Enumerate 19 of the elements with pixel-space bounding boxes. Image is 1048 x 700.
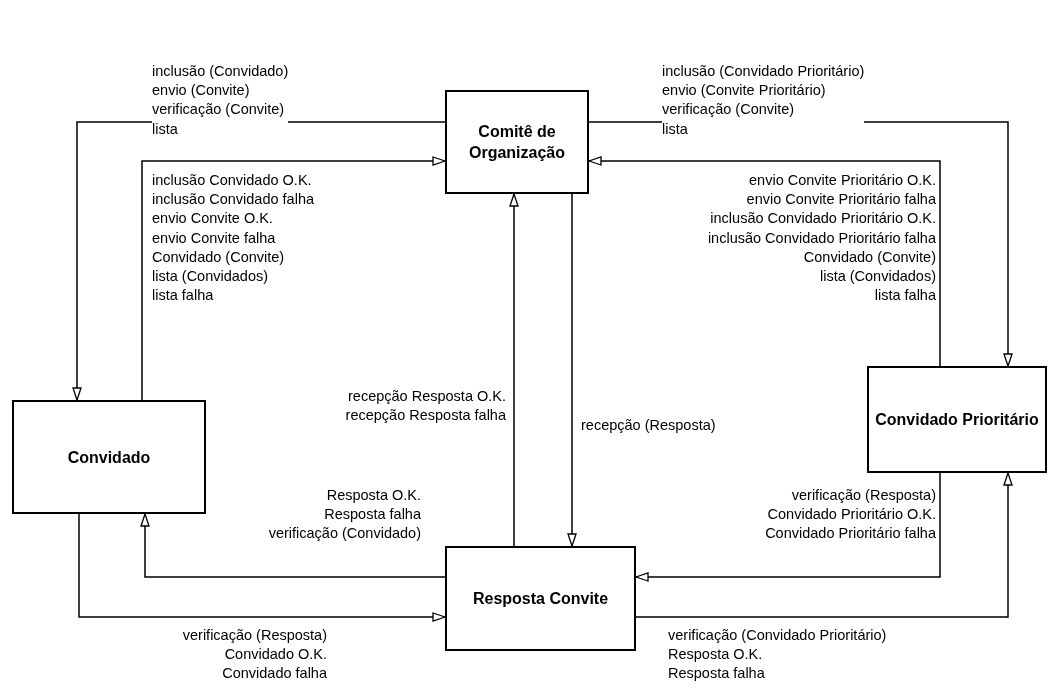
process-box <box>445 90 589 194</box>
arrow <box>140 513 446 578</box>
box-label: Resposta Convite <box>472 589 609 609</box>
edge-label: verificação (Convidado Prioritário) Resposta O.K. Resposta falha <box>668 626 887 684</box>
edge-label: recepção Resposta O.K. recepção Resposta falha <box>345 387 506 426</box>
arrow <box>588 156 941 367</box>
process-box <box>867 366 1047 473</box>
box-label: Convidado <box>67 447 151 468</box>
arrow <box>635 472 1013 618</box>
process-box <box>445 546 636 651</box>
arrow <box>141 156 446 401</box>
box-label: Comitê de Organização <box>468 122 566 163</box>
arrow <box>635 472 941 582</box>
process-box <box>12 400 206 514</box>
arrow <box>567 193 577 547</box>
box-label: Convidado Prioritário <box>875 410 1039 430</box>
arrow <box>509 193 519 547</box>
arrow <box>78 513 446 622</box>
edge-label: recepção (Resposta) <box>581 416 716 436</box>
